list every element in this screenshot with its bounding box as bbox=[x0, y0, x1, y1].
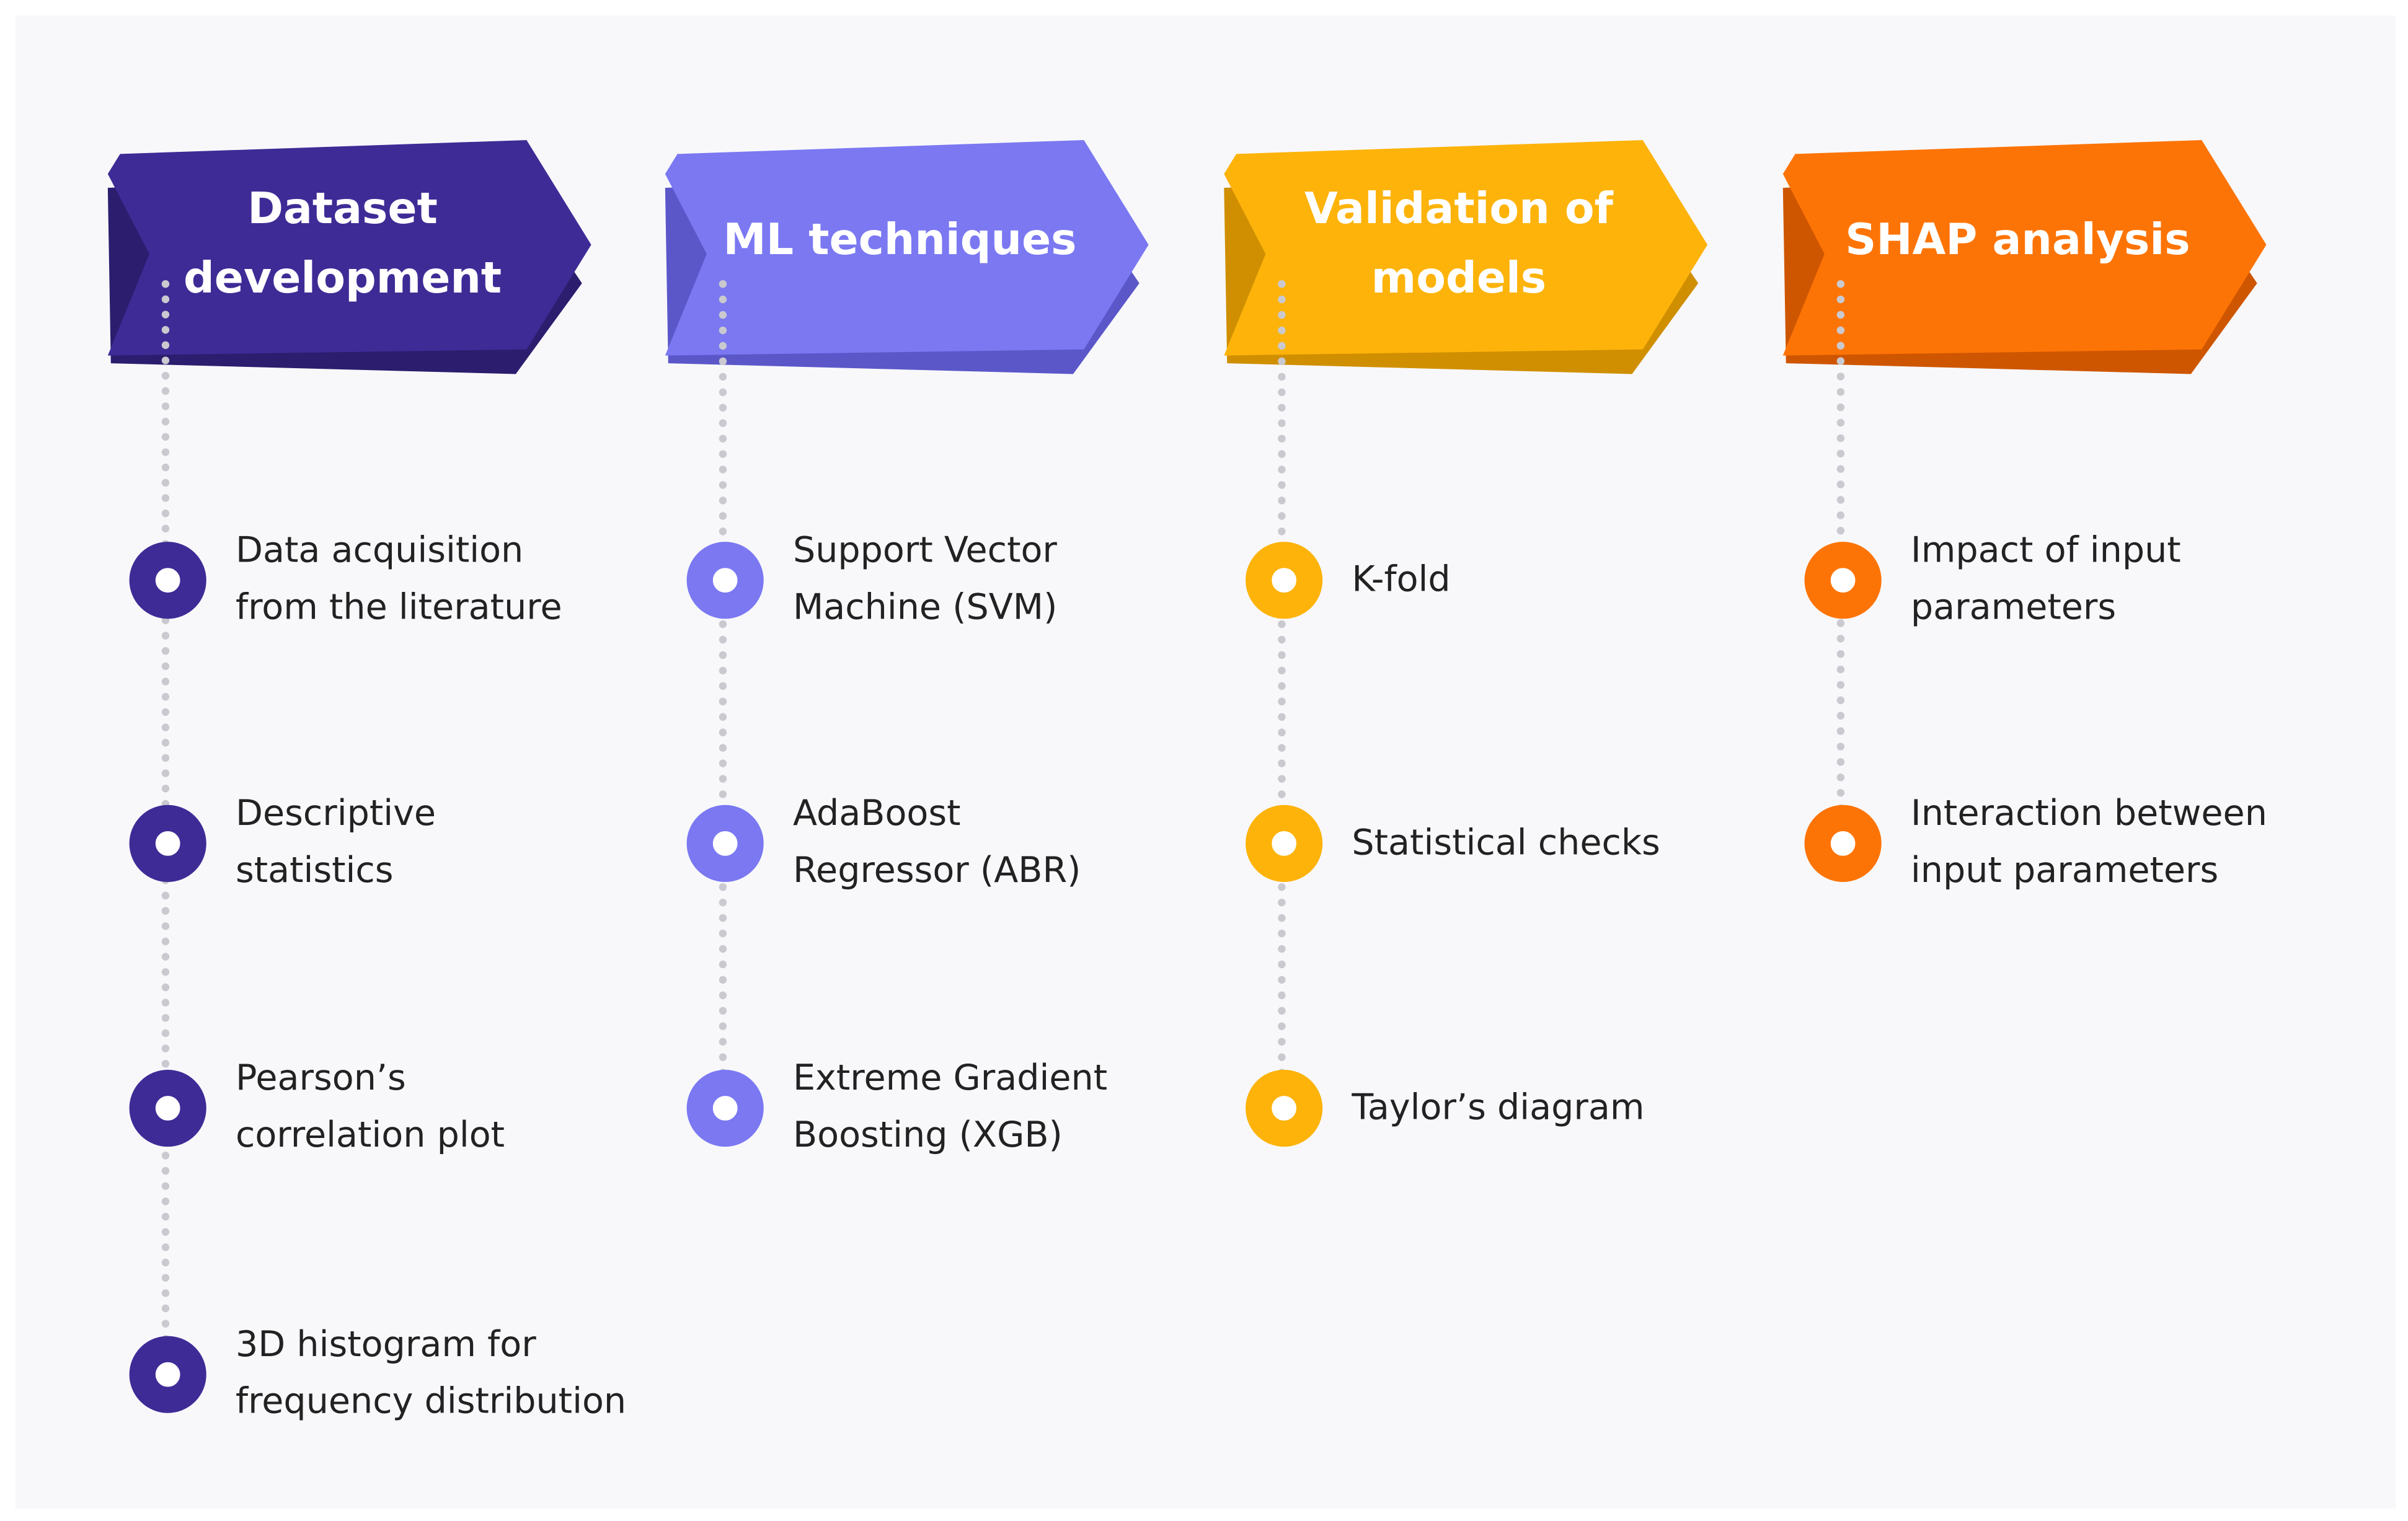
step-label: Data acquisition from the literature bbox=[235, 531, 562, 628]
step-label: Statistical checks bbox=[1352, 822, 1660, 863]
stage-arrow-face bbox=[1224, 139, 1708, 356]
step-label: Taylor’s diagram bbox=[1352, 1087, 1645, 1128]
step-label: Pearson’s correlation plot bbox=[235, 1059, 505, 1157]
step-label: Interaction between input parameters bbox=[1910, 794, 2267, 891]
step-marker-icon bbox=[129, 1336, 206, 1413]
stage-title: Dataset development bbox=[183, 183, 502, 304]
step-label: 3D histogram for frequency distribution bbox=[235, 1325, 627, 1422]
step-marker-icon bbox=[1246, 805, 1323, 882]
step-label: Impact of input parameters bbox=[1910, 531, 2181, 628]
step-marker-icon bbox=[1804, 542, 1882, 619]
stage-title: ML techniques bbox=[723, 214, 1077, 265]
step-label: AdaBoost Regressor (ABR) bbox=[792, 794, 1081, 891]
step-label: Support Vector Machine (SVM) bbox=[792, 531, 1058, 628]
stage-arrow-face bbox=[1782, 139, 2267, 356]
step-label: K-fold bbox=[1352, 559, 1451, 600]
step-label: Extreme Gradient Boosting (XGB) bbox=[792, 1059, 1108, 1157]
timeline-connector bbox=[719, 280, 727, 1109]
timeline-connector bbox=[1278, 280, 1286, 1109]
stage-arrow-face bbox=[107, 139, 591, 356]
stage-arrow-face bbox=[665, 139, 1149, 356]
step-label: Descriptive statistics bbox=[235, 794, 436, 891]
stage-title: SHAP analysis bbox=[1845, 214, 2190, 265]
stage-title: Validation of models bbox=[1304, 183, 1613, 304]
step-marker-icon bbox=[1804, 805, 1882, 882]
